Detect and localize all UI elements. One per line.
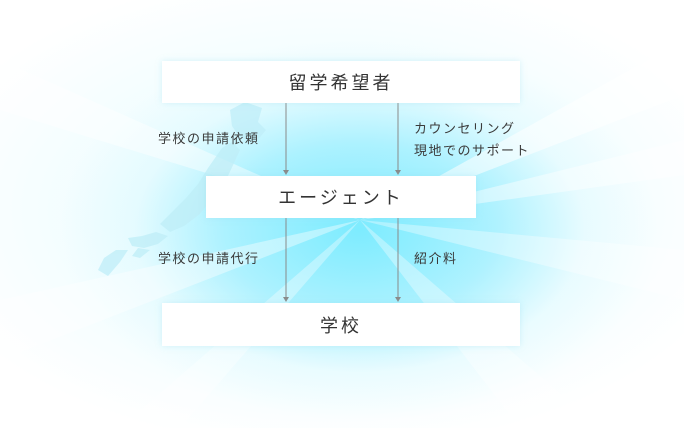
arrowhead-1 (283, 170, 289, 175)
node-agent-label: エージェント (278, 188, 404, 209)
node-school-label: 学校 (320, 315, 362, 337)
node-school: 学校 (162, 303, 520, 346)
node-applicant-label: 留学希望者 (288, 73, 394, 94)
edge-label-local-support: 現地でのサポート (414, 144, 531, 159)
edge-label-referral-fee: 紹介料 (414, 252, 458, 267)
edge-label-application-proxy: 学校の申請代行 (158, 252, 260, 267)
edge-label-application-request: 学校の申請依頼 (158, 132, 260, 147)
arrowhead-3 (283, 297, 289, 302)
arrowhead-4 (395, 297, 401, 302)
node-agent: エージェント (206, 176, 476, 218)
edge-label-counseling: カウンセリング (414, 122, 516, 137)
arrowhead-2 (395, 170, 401, 175)
node-applicant: 留学希望者 (162, 61, 520, 103)
